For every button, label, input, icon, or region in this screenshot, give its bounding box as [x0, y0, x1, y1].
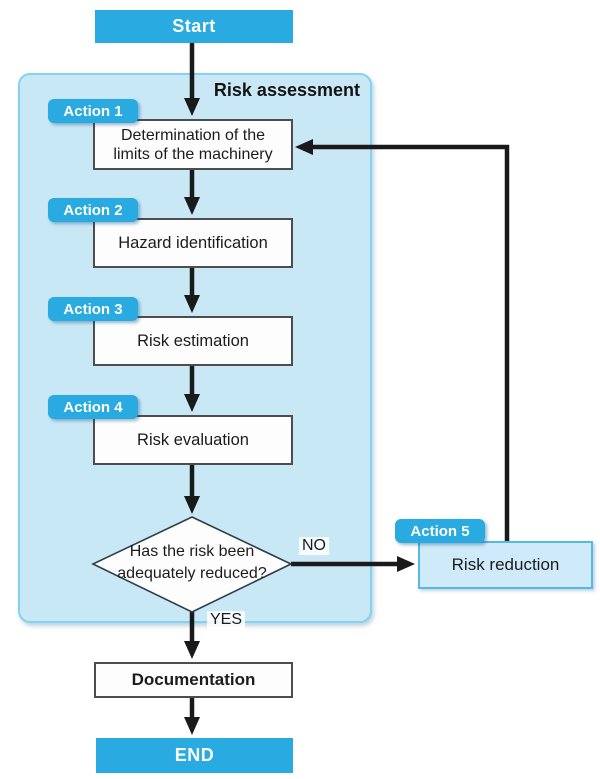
action3-box: Risk estimation [93, 316, 293, 366]
decision-label: Has the risk been adequately reduced? [117, 543, 267, 582]
action3-badge: Action 3 [48, 297, 138, 321]
risk-reduction-box: Risk reduction [418, 541, 593, 589]
risk-assessment-label: Risk assessment [213, 80, 360, 100]
no-label: NO [299, 537, 329, 555]
end-node: END [96, 738, 293, 773]
action1-badge: Action 1 [48, 99, 138, 123]
action4-box: Risk evaluation [93, 415, 293, 465]
action1-box: Determination of the limits of the machi… [93, 119, 293, 170]
documentation-box: Documentation [94, 662, 293, 698]
action5-badge: Action 5 [395, 519, 485, 543]
yes-label: YES [207, 611, 246, 629]
action2-box: Hazard identification [93, 218, 293, 268]
action2-badge: Action 2 [48, 198, 138, 222]
action4-badge: Action 4 [48, 395, 138, 419]
start-node: Start [95, 10, 293, 43]
